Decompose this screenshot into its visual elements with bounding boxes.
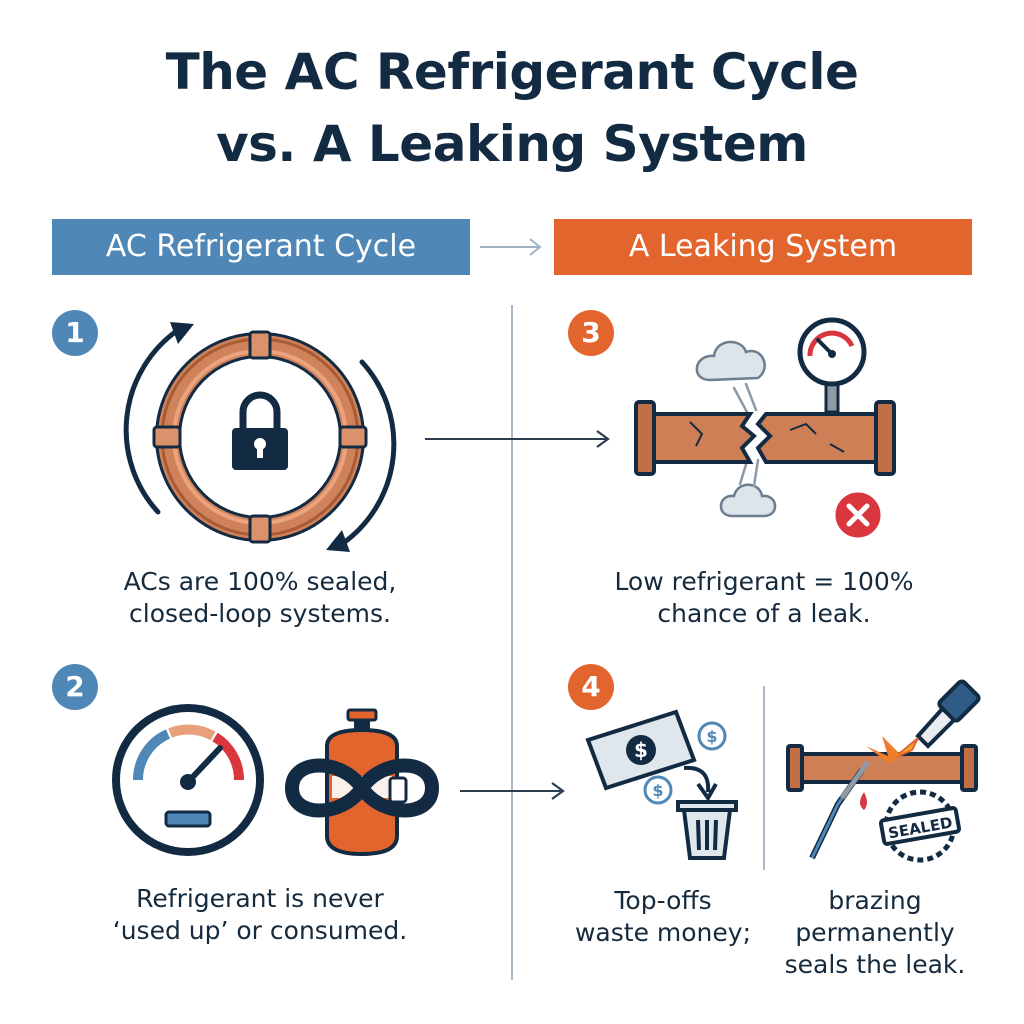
step-3-caption-line-1: Low refrigerant = 100% (614, 567, 914, 596)
copper-pipe-ring-icon (152, 330, 368, 544)
page-title-line-1: The AC Refrigerant Cycle (165, 43, 859, 101)
step-4-caption-a-line-2: waste money; (574, 918, 751, 947)
svg-text:$: $ (634, 738, 648, 762)
step-3-caption-line-2: chance of a leak. (657, 599, 871, 628)
error-x-icon (832, 489, 884, 541)
gauge-icon (112, 704, 264, 856)
step-2-caption-line-2: ‘used up’ or consumed. (112, 916, 408, 945)
dollar-coin-icon: $ $ (643, 721, 727, 805)
step-badge-2: 2 (52, 664, 98, 710)
leak-cloud-icon (695, 340, 777, 518)
step-4-caption-b-line-2: permanently (795, 918, 955, 947)
page-title-line-2: vs. A Leaking System (216, 115, 808, 173)
leak-illustration (634, 317, 896, 541)
infinity-icon (284, 758, 440, 818)
banner-leaking-system: A Leaking System (554, 219, 972, 275)
step-badge-3: 3 (568, 310, 614, 356)
brazing-torch-icon (809, 679, 981, 860)
step-4-caption-b-line-3: seals the leak. (784, 950, 966, 979)
broken-pipe-icon (634, 400, 896, 476)
step-badge-4: 4 (568, 664, 614, 710)
brazing-illustration: SEALED (786, 679, 981, 863)
svg-text:$: $ (652, 781, 663, 800)
step-4-divider (763, 686, 765, 870)
step-4-caption-a-line-1: Top-offs (614, 886, 712, 915)
arrow-connector-1 (425, 430, 610, 448)
banner-ac-cycle: AC Refrigerant Cycle (52, 219, 470, 275)
padlock-icon (232, 391, 288, 470)
step-2-caption-line-1: Refrigerant is never (136, 884, 384, 913)
refrigerant-tank-icon (284, 708, 440, 857)
flame-icon (866, 736, 919, 764)
pressure-gauge-icon (797, 317, 867, 414)
column-divider (511, 305, 513, 980)
step-4-caption-b-line-1: brazing (828, 886, 922, 915)
step-badge-1: 1 (52, 310, 98, 356)
money-trash-illustration: $ $ $ (585, 709, 738, 860)
step-1-caption-line-2: closed-loop systems. (129, 599, 391, 628)
loop-arrows-icon (123, 327, 397, 547)
arrow-right-icon (480, 238, 542, 256)
sealed-stamp-icon: SEALED (878, 789, 962, 863)
svg-text:$: $ (706, 727, 717, 746)
trash-can-icon (676, 800, 738, 860)
step-1-caption-line-1: ACs are 100% sealed, (123, 567, 397, 596)
sealed-loop-illustration (123, 322, 397, 552)
money-icon: $ (585, 709, 697, 791)
arrow-connector-2 (460, 782, 565, 800)
